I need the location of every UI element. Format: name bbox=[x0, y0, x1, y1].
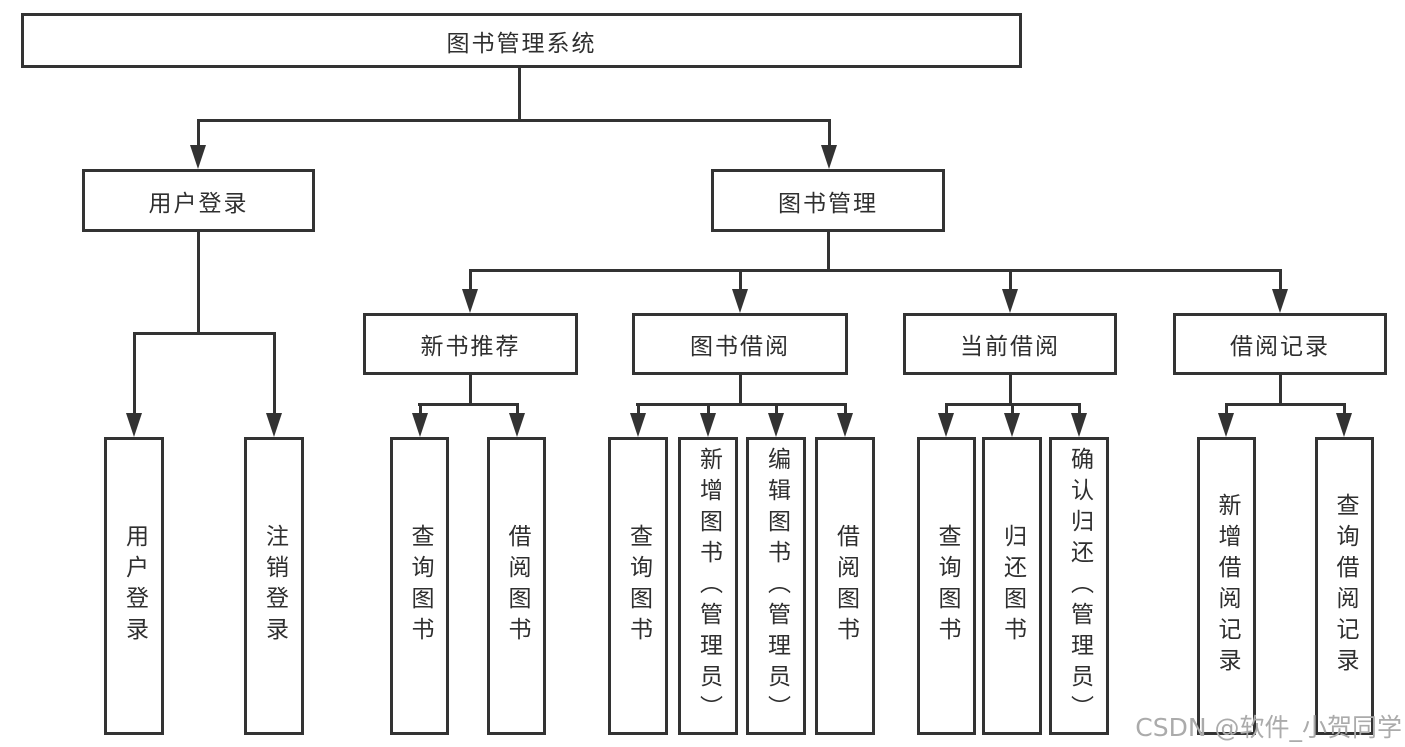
edge-leaf-stem bbox=[945, 403, 948, 415]
arrowhead-leaf-edit-book bbox=[768, 413, 784, 437]
arrowhead-leaf-logout bbox=[266, 413, 282, 437]
node-new-book-recommend: 新书推荐 bbox=[363, 313, 578, 375]
leaf-borrow-books-recommend-label: 借阅图书 bbox=[504, 524, 530, 648]
edge-borrowing-stem bbox=[739, 375, 742, 406]
node-borrow-records-label: 借阅记录 bbox=[1230, 334, 1330, 360]
node-current-borrowing-label: 当前借阅 bbox=[960, 334, 1060, 360]
node-root-label: 图书管理系统 bbox=[446, 30, 597, 57]
edge-root-stem bbox=[518, 68, 521, 121]
arrowhead-leaf-borrow-2 bbox=[837, 413, 853, 437]
leaf-edit-book-admin-label: 编辑图书（管理员） bbox=[763, 446, 790, 726]
arrowhead-book-mgmt bbox=[821, 145, 837, 169]
leaf-query-books-borrowing: 查询图书 bbox=[608, 437, 668, 735]
edge-leaf-stem bbox=[1343, 403, 1346, 415]
edge-leaf-stem bbox=[1011, 403, 1014, 415]
edge-leaf-stem bbox=[516, 403, 519, 415]
edge-user-login-branch bbox=[133, 332, 276, 335]
leaf-query-books-recommend: 查询图书 bbox=[390, 437, 449, 735]
edge-to-records-stem bbox=[1279, 269, 1282, 291]
leaf-add-borrow-record: 新增借阅记录 bbox=[1197, 437, 1256, 735]
arrowhead-leaf-borrow-1 bbox=[509, 413, 525, 437]
node-borrow-records: 借阅记录 bbox=[1173, 313, 1387, 375]
arrowhead-leaf-add-book bbox=[700, 413, 716, 437]
leaf-user-login: 用户登录 bbox=[104, 437, 164, 735]
node-new-book-recommend-label: 新书推荐 bbox=[420, 334, 521, 360]
edge-user-login-stem bbox=[197, 232, 200, 335]
arrowhead-leaf-query-1 bbox=[412, 413, 428, 437]
edge-current-stem bbox=[1009, 375, 1012, 406]
edge-borrowing-branch bbox=[636, 403, 847, 406]
leaf-return-books: 归还图书 bbox=[982, 437, 1042, 735]
node-book-borrowing: 图书借阅 bbox=[632, 313, 848, 375]
arrowhead-leaf-query-3 bbox=[938, 413, 954, 437]
edge-book-mgmt-branch bbox=[469, 269, 1282, 272]
node-root-library-system: 图书管理系统 bbox=[21, 13, 1022, 68]
arrowhead-leaf-add-record bbox=[1218, 413, 1234, 437]
edge-records-stem bbox=[1279, 375, 1282, 406]
arrowhead-leaf-confirm-return bbox=[1071, 413, 1087, 437]
node-user-login-label: 用户登录 bbox=[148, 190, 249, 217]
edge-to-new-rec-stem bbox=[469, 269, 472, 291]
edge-root-branch bbox=[197, 119, 831, 122]
edge-to-leaf-user-login-stem bbox=[133, 332, 136, 413]
leaf-query-books-borrowing-label: 查询图书 bbox=[625, 524, 652, 648]
node-user-login: 用户登录 bbox=[82, 169, 315, 232]
leaf-user-login-label: 用户登录 bbox=[121, 524, 148, 648]
edge-leaf-stem bbox=[1078, 403, 1081, 415]
edge-leaf-stem bbox=[707, 403, 710, 415]
leaf-logout-label: 注销登录 bbox=[261, 524, 288, 648]
edge-leaf-stem bbox=[637, 403, 640, 415]
arrowhead-new-rec bbox=[462, 289, 478, 313]
edge-new-rec-stem bbox=[469, 375, 472, 406]
edge-leaf-stem bbox=[775, 403, 778, 415]
leaf-borrow-books-recommend: 借阅图书 bbox=[487, 437, 546, 735]
node-current-borrowing: 当前借阅 bbox=[903, 313, 1117, 375]
leaf-borrow-books-borrowing-label: 借阅图书 bbox=[832, 524, 859, 648]
edge-leaf-stem bbox=[419, 403, 422, 415]
node-book-management: 图书管理 bbox=[711, 169, 945, 232]
edge-to-current-stem bbox=[1009, 269, 1012, 291]
leaf-logout: 注销登录 bbox=[244, 437, 304, 735]
edge-leaf-stem bbox=[844, 403, 847, 415]
arrowhead-leaf-user-login bbox=[126, 413, 142, 437]
edge-to-leaf-logout-stem bbox=[273, 332, 276, 413]
edge-to-user-login-stem bbox=[197, 119, 200, 146]
csdn-watermark: CSDN @软件_小贺同学 bbox=[1135, 713, 1402, 742]
leaf-add-book-admin: 新增图书（管理员） bbox=[678, 437, 738, 735]
leaf-return-books-label: 归还图书 bbox=[999, 524, 1026, 648]
leaf-confirm-return-admin: 确认归还（管理员） bbox=[1049, 437, 1109, 735]
edge-to-borrowing-stem bbox=[739, 269, 742, 291]
leaf-add-borrow-record-label: 新增借阅记录 bbox=[1214, 493, 1240, 679]
edge-records-branch bbox=[1225, 403, 1346, 406]
edge-to-book-mgmt-stem bbox=[828, 119, 831, 146]
edge-book-mgmt-stem bbox=[827, 232, 830, 272]
leaf-query-borrow-record-label: 查询借阅记录 bbox=[1332, 493, 1358, 679]
leaf-confirm-return-admin-label: 确认归还（管理员） bbox=[1066, 446, 1093, 726]
arrowhead-leaf-query-2 bbox=[630, 413, 646, 437]
arrowhead-leaf-query-record bbox=[1336, 413, 1352, 437]
leaf-borrow-books-borrowing: 借阅图书 bbox=[815, 437, 875, 735]
leaf-query-books-current: 查询图书 bbox=[917, 437, 976, 735]
arrowhead-records bbox=[1272, 289, 1288, 313]
node-book-borrowing-label: 图书借阅 bbox=[690, 334, 790, 360]
leaf-edit-book-admin: 编辑图书（管理员） bbox=[746, 437, 806, 735]
leaf-query-books-recommend-label: 查询图书 bbox=[407, 524, 433, 648]
leaf-query-borrow-record: 查询借阅记录 bbox=[1315, 437, 1374, 735]
edge-leaf-stem bbox=[1225, 403, 1228, 415]
arrowhead-user-login bbox=[190, 145, 206, 169]
arrowhead-borrowing bbox=[732, 289, 748, 313]
edge-new-rec-branch bbox=[418, 403, 519, 406]
leaf-query-books-current-label: 查询图书 bbox=[934, 524, 960, 648]
leaf-add-book-admin-label: 新增图书（管理员） bbox=[695, 446, 722, 726]
arrowhead-current bbox=[1002, 289, 1018, 313]
node-book-management-label: 图书管理 bbox=[778, 190, 878, 217]
arrowhead-leaf-return bbox=[1004, 413, 1020, 437]
